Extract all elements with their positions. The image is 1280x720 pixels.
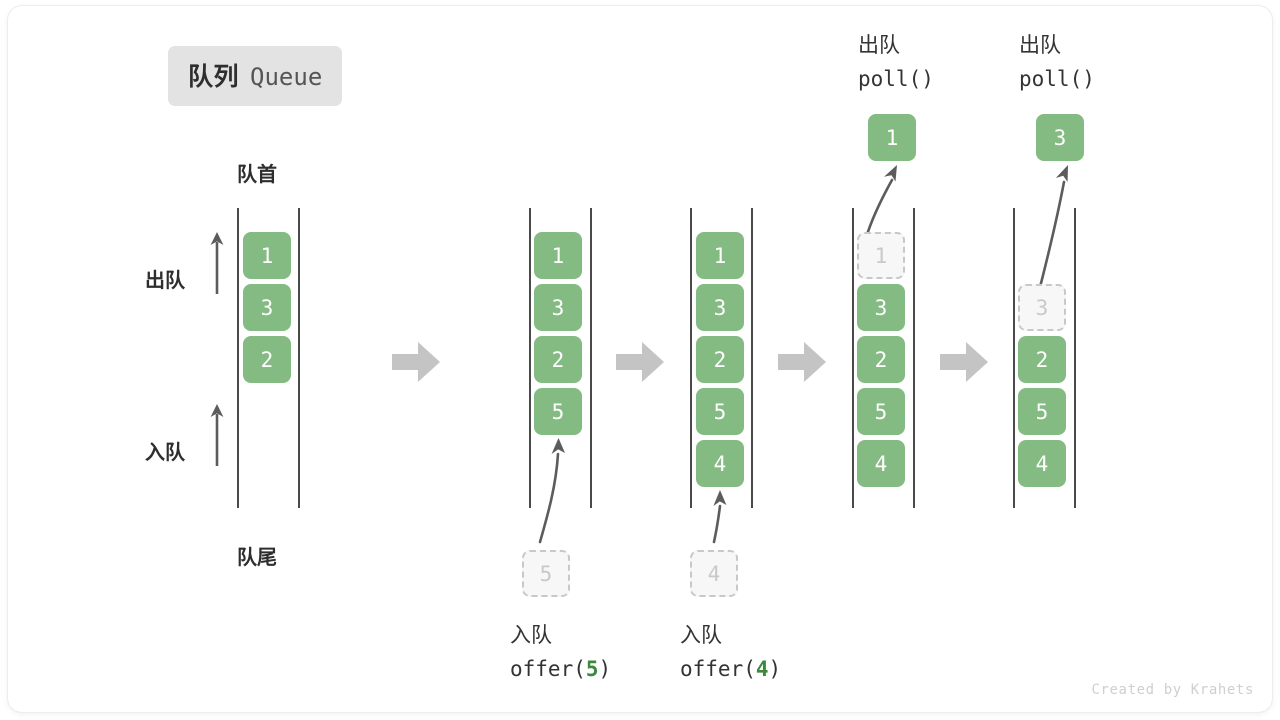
popped-value-cell: 1 xyxy=(868,114,916,161)
caption-line-cn: 入队 xyxy=(510,623,552,647)
queue-cell: 3 xyxy=(696,284,744,331)
caption-line-cn: 出队 xyxy=(858,33,900,57)
rail-left xyxy=(237,208,239,508)
caption-poll-1: 出队 poll() xyxy=(858,28,934,96)
queue-cell: 5 xyxy=(1018,388,1066,435)
credit-text: Created by Krahets xyxy=(1091,682,1254,698)
queue-cell: 1 xyxy=(243,232,291,279)
queue-cell: 2 xyxy=(243,336,291,383)
label-dequeue-direction: 出队 xyxy=(145,268,185,292)
curved-arrow-icon-enqueue-4 xyxy=(712,490,727,544)
queue-cell: 4 xyxy=(857,440,905,487)
caption-fn-arg: 5 xyxy=(585,657,599,681)
queue-cell: 1 xyxy=(696,232,744,279)
caption-fn-arg: 4 xyxy=(755,657,769,681)
caption-line-cn: 入队 xyxy=(680,623,722,647)
caption-line-code: offer(5) xyxy=(510,652,611,686)
popped-value-cell: 3 xyxy=(1036,114,1084,161)
rail-left xyxy=(690,208,692,508)
rail-right xyxy=(913,208,915,508)
rail-right xyxy=(298,208,300,508)
curved-arrow-icon-enqueue-5 xyxy=(538,438,565,544)
incoming-ghost-cell: 4 xyxy=(690,550,738,597)
queue-cell: 2 xyxy=(696,336,744,383)
right-arrow-icon xyxy=(940,342,988,382)
queue-cell: 4 xyxy=(1018,440,1066,487)
caption-offer-5: 入队 offer(5) xyxy=(510,618,611,686)
right-arrow-icon xyxy=(392,342,440,382)
queue-cell: 5 xyxy=(696,388,744,435)
queue-cell: 3 xyxy=(857,284,905,331)
up-arrow-icon-enqueue xyxy=(210,404,224,466)
right-arrow-icon xyxy=(778,342,826,382)
rail-left xyxy=(852,208,854,508)
label-enqueue-direction: 入队 xyxy=(145,440,185,464)
queue-cell: 5 xyxy=(857,388,905,435)
caption-offer-4: 入队 offer(4) xyxy=(680,618,781,686)
queue-cell: 3 xyxy=(243,284,291,331)
queue-cell-new: 4 xyxy=(696,440,744,487)
incoming-ghost-cell: 5 xyxy=(522,550,570,597)
title-chinese: 队列 xyxy=(188,62,240,91)
queue-cell: 2 xyxy=(857,336,905,383)
caption-line-code: poll() xyxy=(858,67,934,91)
caption-line-code: offer(4) xyxy=(680,652,781,686)
caption-line-cn: 出队 xyxy=(1019,33,1061,57)
rail-right xyxy=(590,208,592,508)
right-arrow-icon xyxy=(616,342,664,382)
queue-cell: 3 xyxy=(534,284,582,331)
queue-cell-new: 5 xyxy=(534,388,582,435)
queue-cell-removed: 3 xyxy=(1018,284,1066,331)
rail-right xyxy=(1074,208,1076,508)
queue-cell: 2 xyxy=(1018,336,1066,383)
label-queue-rear: 队尾 xyxy=(237,545,277,569)
label-queue-front: 队首 xyxy=(237,162,277,186)
title-english: Queue xyxy=(250,63,323,91)
queue-cell: 2 xyxy=(534,336,582,383)
rail-left xyxy=(529,208,531,508)
queue-cell-removed: 1 xyxy=(857,232,905,279)
caption-fn-pre: offer( xyxy=(680,657,756,681)
rail-left xyxy=(1013,208,1015,508)
up-arrow-icon-dequeue xyxy=(210,232,224,294)
caption-fn-post: ) xyxy=(598,657,612,681)
queue-cell: 1 xyxy=(534,232,582,279)
caption-fn-post: ) xyxy=(768,657,782,681)
rail-right xyxy=(751,208,753,508)
diagram-title-badge: 队列 Queue xyxy=(168,46,343,106)
caption-fn-pre: offer( xyxy=(510,657,586,681)
caption-line-code: poll() xyxy=(1019,67,1095,91)
caption-poll-3: 出队 poll() xyxy=(1019,28,1095,96)
